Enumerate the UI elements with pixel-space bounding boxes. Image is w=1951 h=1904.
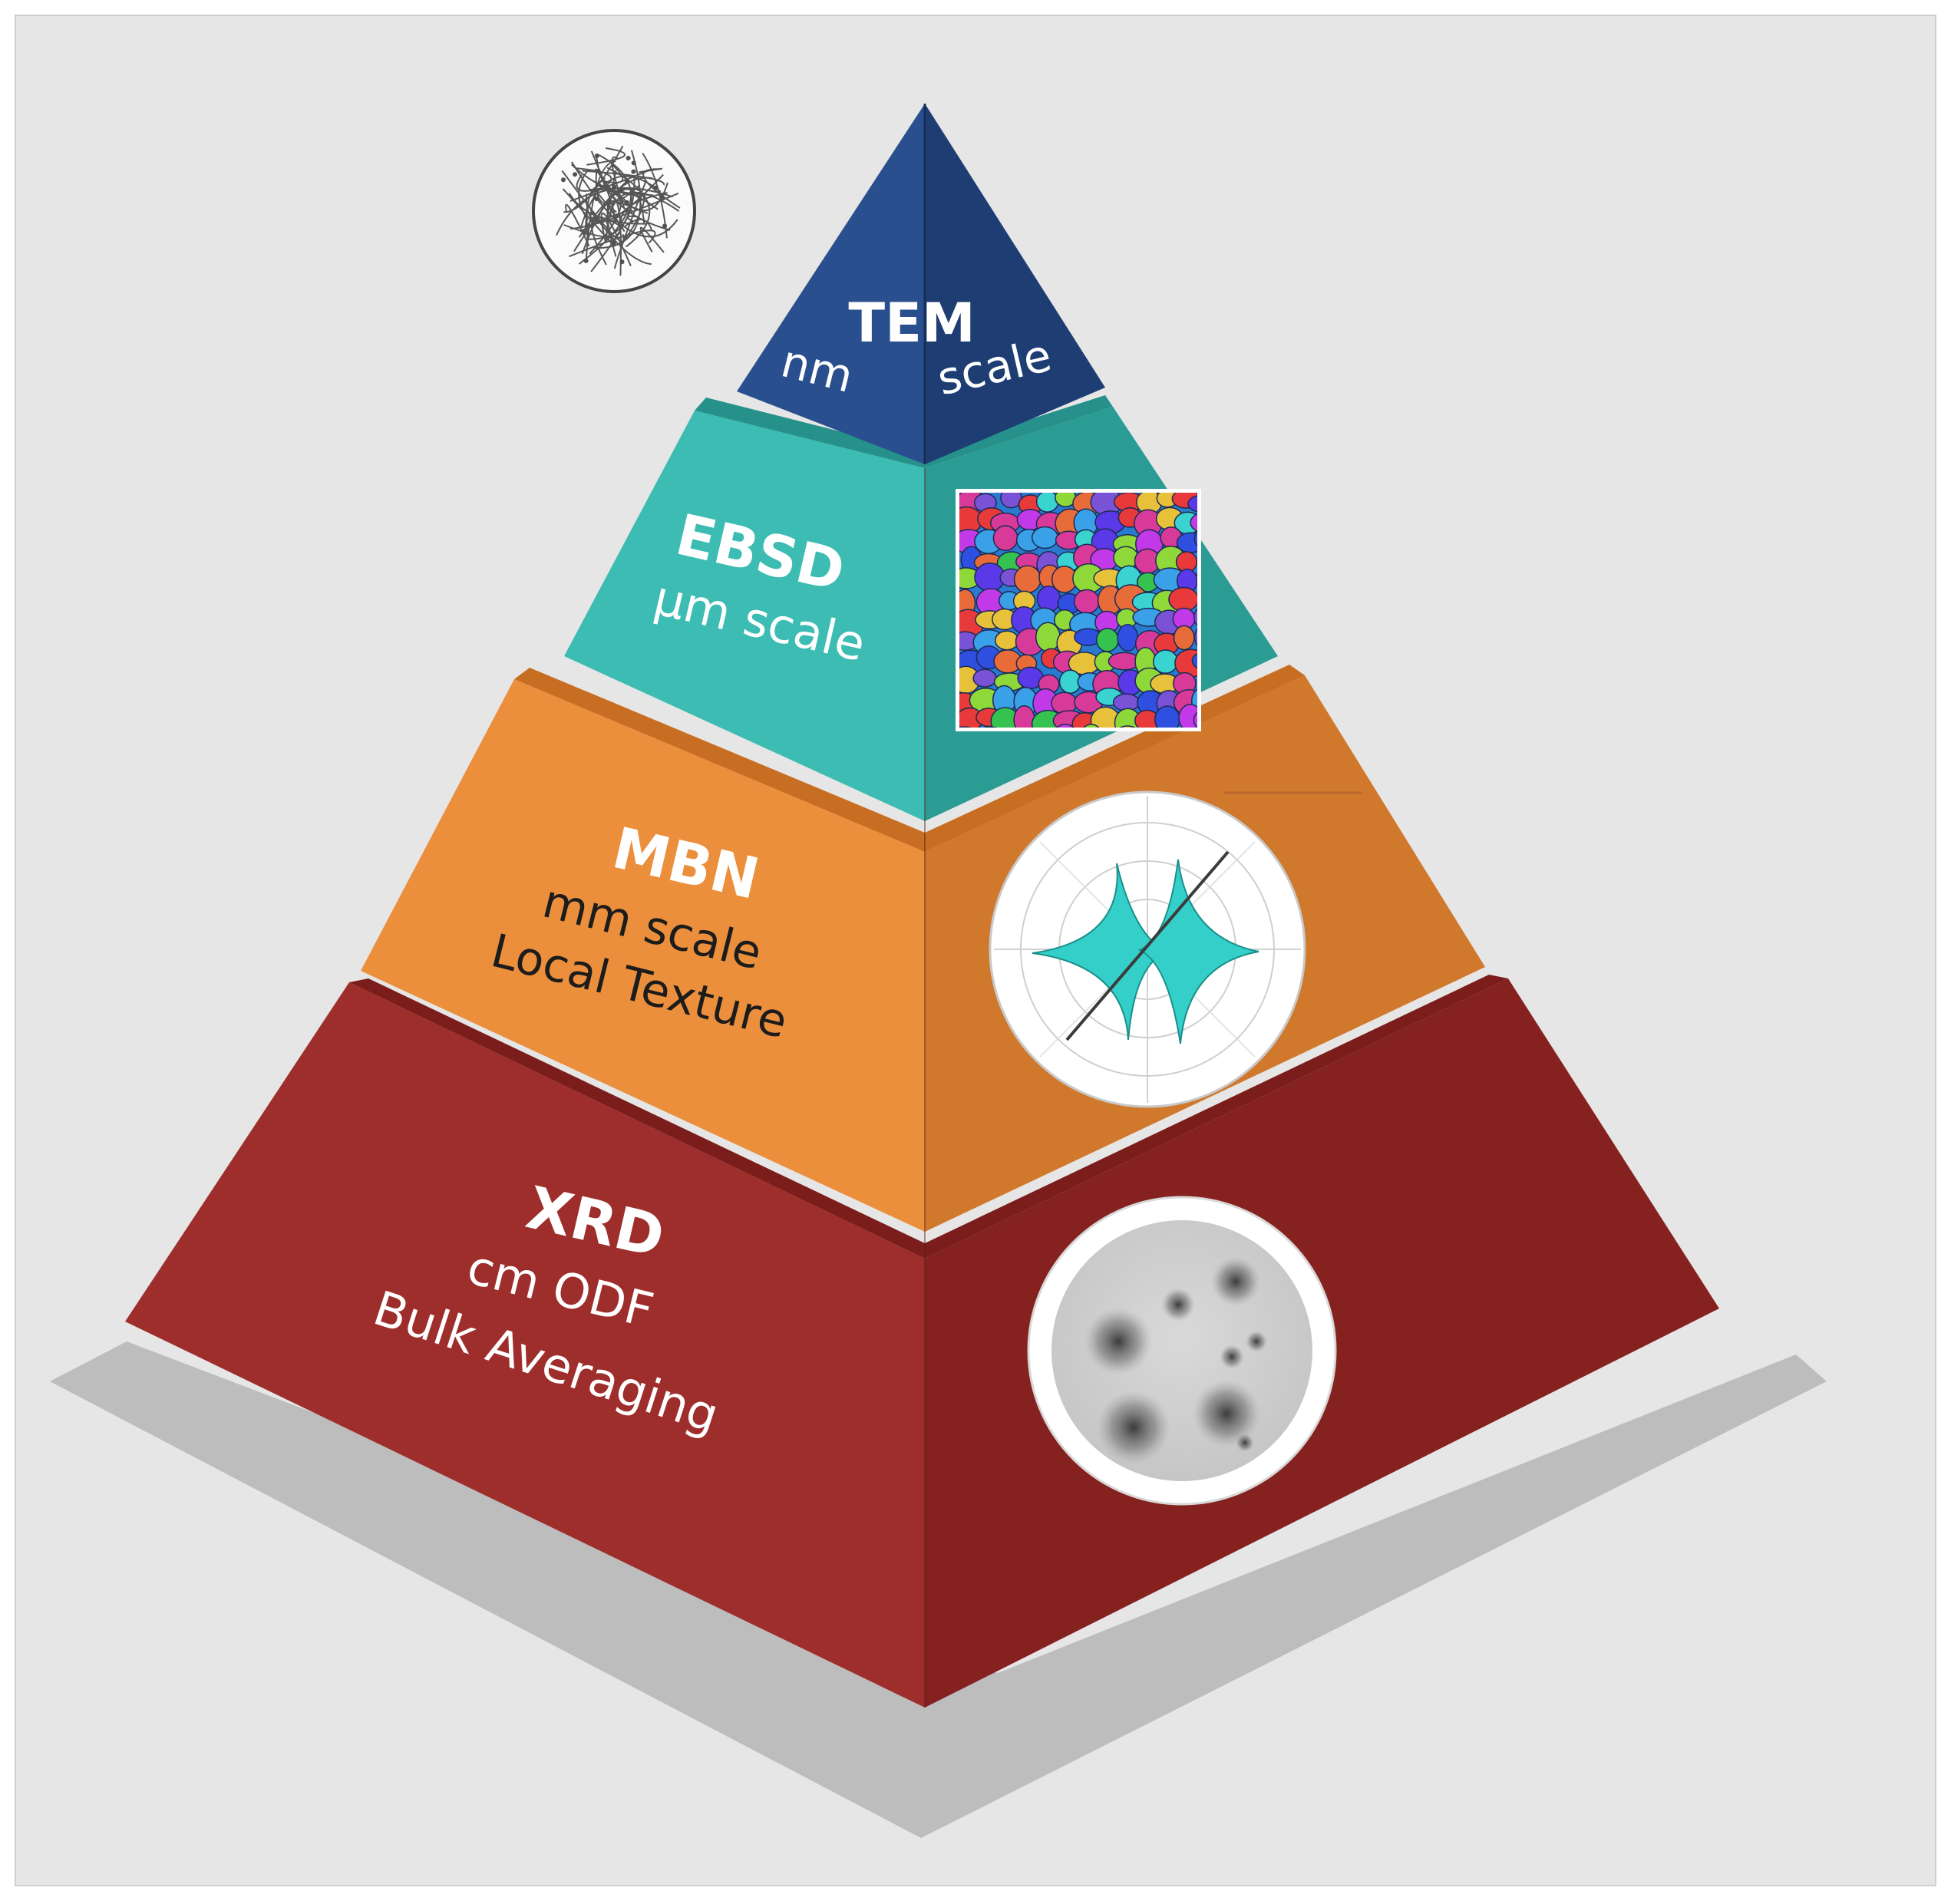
tem-right-face	[925, 104, 1105, 464]
ground-shadow	[50, 1341, 1827, 1838]
grain-orientation-map-icon	[956, 489, 1201, 731]
mbn-left-face	[361, 679, 925, 1232]
dislocation-network-icon	[532, 129, 696, 293]
xrd-pole-figure-icon	[1027, 1196, 1337, 1506]
tier-tem	[737, 104, 1105, 464]
tem-left-face	[737, 104, 925, 464]
ebsd-left-face	[564, 411, 925, 821]
xrd-left-face	[125, 982, 925, 1708]
pole-figure-star-icon	[989, 790, 1306, 1108]
tem-title: TEM	[848, 292, 975, 355]
